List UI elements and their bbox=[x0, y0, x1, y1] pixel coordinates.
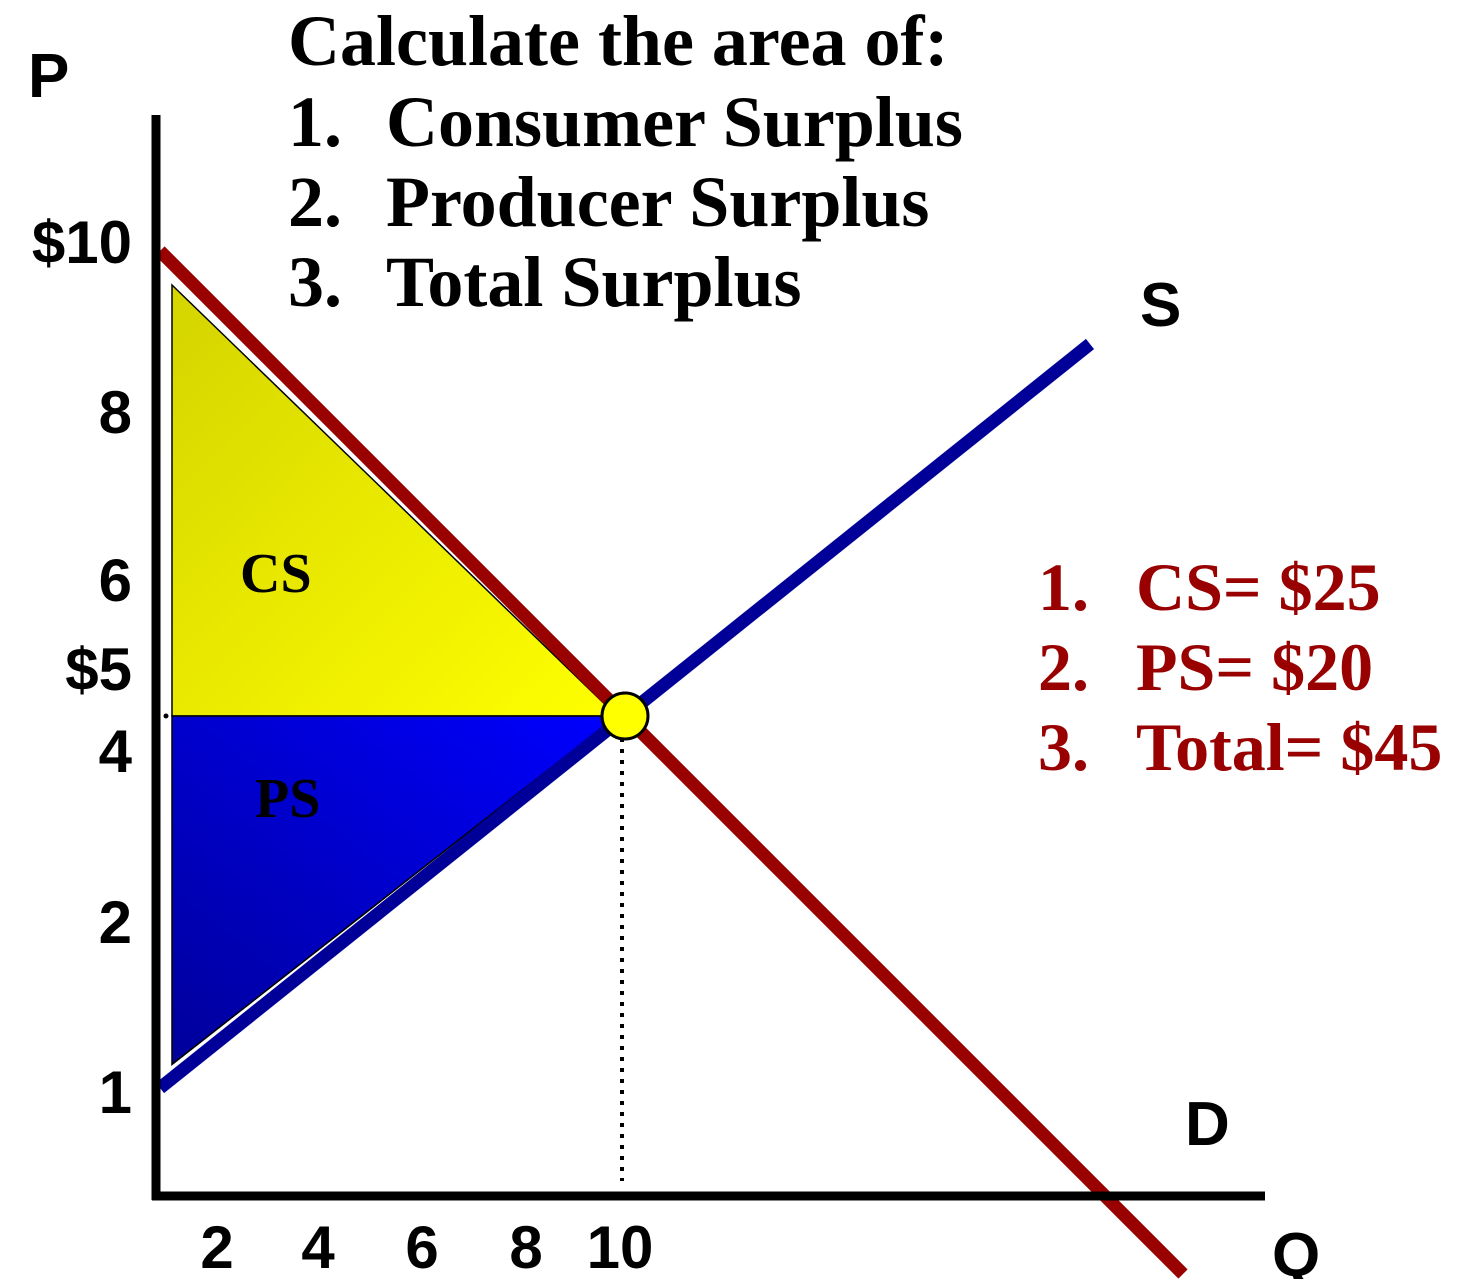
answer-text: PS= $20 bbox=[1136, 629, 1373, 705]
prompt-item-number: 1. bbox=[288, 82, 342, 162]
y-tick-label: $5 bbox=[65, 636, 132, 703]
prompt-item-number: 3. bbox=[288, 242, 342, 322]
x-tick-label: 6 bbox=[405, 1214, 438, 1279]
prompt-item-text: Producer Surplus bbox=[386, 162, 929, 242]
x-tick-label: 8 bbox=[509, 1214, 542, 1279]
prompt-heading: Calculate the area of: bbox=[288, 1, 948, 81]
x-tick-label: 10 bbox=[587, 1214, 654, 1279]
y-tick-label: 4 bbox=[99, 718, 133, 785]
prompt-item-number: 2. bbox=[288, 162, 342, 242]
y-tick-label: 1 bbox=[99, 1059, 132, 1126]
x-axis-label: Q bbox=[1272, 1221, 1320, 1279]
cs-label: CS bbox=[240, 543, 312, 605]
equilibrium-price-marker bbox=[163, 713, 169, 719]
answer-number: 2. bbox=[1038, 629, 1089, 705]
answer-text: Total= $45 bbox=[1136, 709, 1442, 785]
demand-curve bbox=[155, 246, 1188, 1279]
consumer-surplus-area bbox=[171, 283, 619, 717]
equilibrium-point bbox=[600, 691, 650, 741]
y-tick-label: 6 bbox=[99, 547, 132, 614]
y-tick-label: 8 bbox=[99, 379, 132, 446]
x-tick-labels: 2 4 6 8 10 bbox=[200, 1214, 653, 1279]
y-tick-label: 2 bbox=[99, 889, 132, 956]
y-axis-label: P bbox=[28, 42, 69, 111]
answer-list: 1. CS= $25 2. PS= $20 3. Total= $45 bbox=[1038, 549, 1442, 785]
y-tick-labels: $10 8 6 $5 4 2 1 bbox=[32, 209, 133, 1126]
question-prompt: Calculate the area of: 1. Consumer Surpl… bbox=[288, 1, 963, 322]
x-tick-label: 2 bbox=[200, 1214, 233, 1279]
answer-number: 3. bbox=[1038, 709, 1089, 785]
demand-label: D bbox=[1185, 1090, 1230, 1159]
supply-label: S bbox=[1140, 271, 1181, 340]
prompt-item-text: Total Surplus bbox=[386, 242, 802, 322]
prompt-item-text: Consumer Surplus bbox=[386, 82, 963, 162]
ps-label: PS bbox=[255, 768, 320, 830]
answer-text: CS= $25 bbox=[1136, 549, 1381, 625]
y-tick-label: $10 bbox=[32, 209, 132, 276]
x-tick-label: 4 bbox=[301, 1214, 335, 1279]
answer-number: 1. bbox=[1038, 549, 1089, 625]
